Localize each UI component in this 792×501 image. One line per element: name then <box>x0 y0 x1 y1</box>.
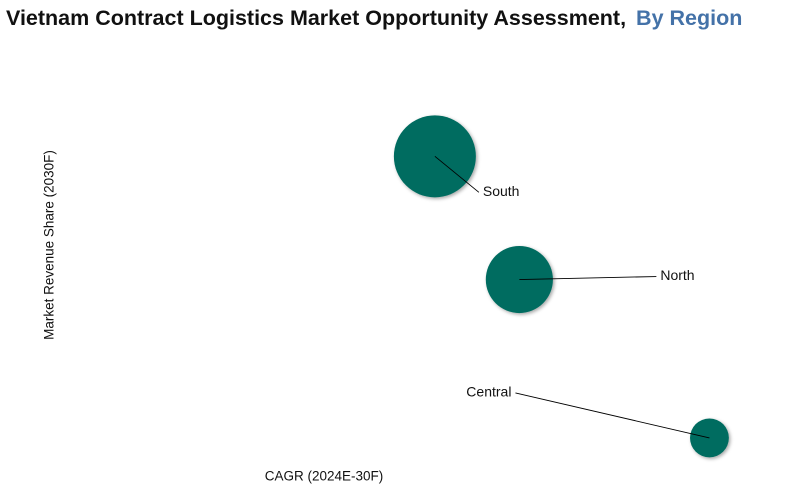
bubble-label-central: Central <box>466 384 511 400</box>
bubble-label-north: North <box>660 267 694 283</box>
bubble-central <box>690 418 729 458</box>
leader-line-south <box>434 155 480 193</box>
bubble-label-south: South <box>483 183 520 199</box>
chart-title-main: Vietnam Contract Logistics Market Opport… <box>6 6 627 30</box>
chart-title-sub: By Region <box>636 6 743 30</box>
chart-title: Vietnam Contract Logistics Market Opport… <box>6 6 742 31</box>
leader-line-north <box>519 276 657 280</box>
x-axis-label: CAGR (2024E-30F) <box>264 468 384 484</box>
leader-line-central <box>515 392 710 439</box>
